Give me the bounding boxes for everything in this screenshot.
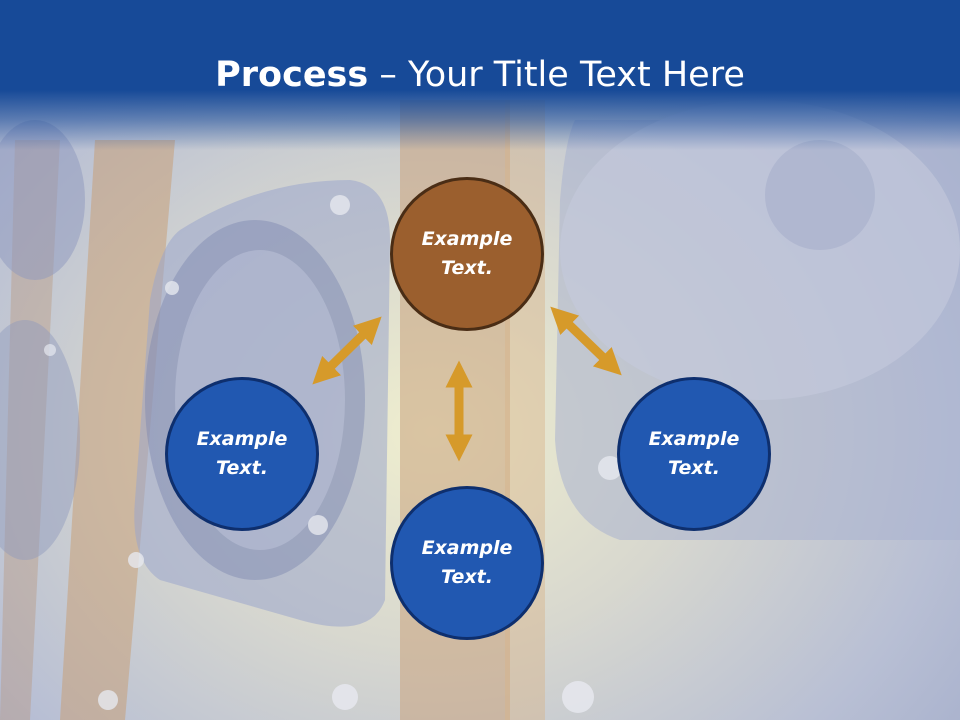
node-left-line2: Text. — [216, 457, 268, 479]
node-top-line1: Example — [421, 228, 513, 250]
process-node-left[interactable]: Example Text. — [165, 377, 319, 531]
arrow-top-right — [550, 306, 622, 376]
node-bottom-line1: Example — [421, 537, 513, 559]
process-node-right[interactable]: Example Text. — [617, 377, 771, 531]
node-left-line1: Example — [196, 428, 288, 450]
arrow-top-left — [312, 316, 382, 385]
title-bold: Process — [215, 55, 369, 95]
slide-title: Process – Your Title Text Here — [0, 50, 960, 100]
process-node-bottom[interactable]: Example Text. — [390, 486, 544, 640]
title-rest: – Your Title Text Here — [368, 55, 745, 95]
node-right-line1: Example — [648, 428, 740, 450]
process-node-top[interactable]: Example Text. — [390, 177, 544, 331]
node-bottom-line2: Text. — [441, 566, 493, 588]
title-bar: Process – Your Title Text Here — [0, 0, 960, 150]
node-top-line2: Text. — [441, 257, 493, 279]
node-right-line2: Text. — [668, 457, 720, 479]
